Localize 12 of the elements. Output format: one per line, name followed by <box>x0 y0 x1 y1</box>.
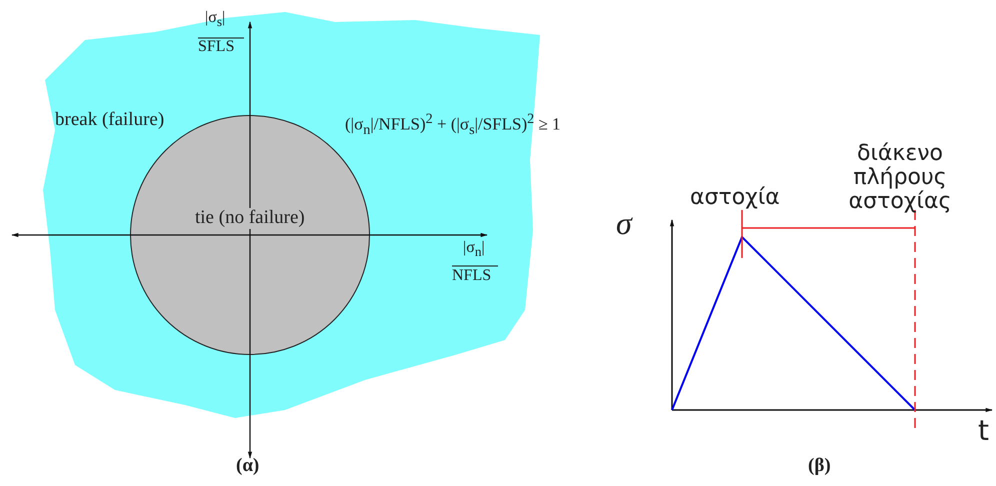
region-label: break (failure) <box>55 110 164 131</box>
axis-label: |σ$_{n}$| <box>463 240 485 259</box>
region-label: tie (no failure) <box>193 208 307 229</box>
failure-criterion-formula: (|σ$_{n}$|/NFLS)$^{2}$ + (|σ$_{s}$|/SFLS)$^{2}$ ≥ 1 <box>345 112 561 139</box>
panel-label: (β) <box>808 456 831 477</box>
axis-label: SFLS <box>198 38 234 56</box>
annotation-label: διάκενο πλήρους αστοχίας <box>848 142 952 215</box>
annotation-label: αστοχία <box>690 186 780 210</box>
axis-label: t <box>978 416 989 447</box>
axis-label: σ <box>616 206 632 242</box>
axis-label: NFLS <box>452 267 492 285</box>
panel-label: (α) <box>236 456 260 477</box>
